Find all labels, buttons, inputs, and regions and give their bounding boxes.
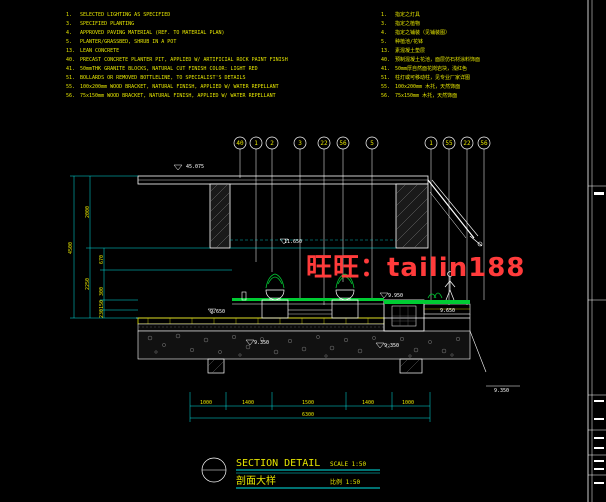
callout-tags-left: 40 1 2 3 22 56 5 <box>233 136 379 305</box>
note-en-num: 4. <box>66 30 72 36</box>
note-cn-text: 指定之灯具 <box>395 11 420 18</box>
note-en-text: BOLLARDS OR REMOVED BOTTLELINE, TO SPECI… <box>80 75 246 81</box>
level-label: 9.650 <box>210 309 225 315</box>
level-label: 45.075 <box>186 164 204 170</box>
note-cn-text: 指定之植物 <box>395 20 420 27</box>
title-block-strip <box>587 0 606 502</box>
note-cn-num: 55. <box>381 84 390 90</box>
dim-label: 2250 <box>85 278 91 290</box>
note-cn-text: 柱灯或可移动柱，见专业厂家详图 <box>395 74 470 81</box>
title-en: SECTION DETAIL <box>236 458 320 469</box>
note-en-num: 3. <box>66 21 72 27</box>
note-en-num: 1. <box>66 12 72 18</box>
note-en-num: 5. <box>66 39 72 45</box>
note-cn-num: 1. <box>381 12 387 18</box>
dim-label: 6300 <box>302 412 314 418</box>
note-cn-text: 100x200mm 木托，天然饰面 <box>395 83 460 90</box>
dim-label: 1400 <box>242 400 254 406</box>
dim-label: 1400 <box>362 400 374 406</box>
note-cn-num: 41. <box>381 66 390 72</box>
level-label: 9.350 <box>254 340 269 346</box>
note-en-text: PLANTER/GRASSBED, SHRUB IN A POT <box>80 39 176 45</box>
callout-tag: 22 <box>320 140 328 147</box>
callout-tags-right: 1 55 22 56 <box>424 136 491 305</box>
note-cn-num: 4. <box>381 30 387 36</box>
callout-tag: 1 <box>429 140 433 147</box>
note-cn-num: 56. <box>381 93 390 99</box>
note-en-text: SPECIFIED PLANTING <box>80 21 134 27</box>
note-en-num: 56. <box>66 93 75 99</box>
note-en-text: APPROVED PAVING MATERIAL (REF. TO MATERI… <box>80 30 225 36</box>
dim-label: 150 <box>99 300 105 309</box>
dim-label: 670 <box>99 255 105 264</box>
note-cn-num: 40. <box>381 57 390 63</box>
dim-label: 4500 <box>68 242 74 254</box>
note-cn-num: 3. <box>381 21 387 27</box>
note-en-text: 50mmTHK GRANITE BLOCKS, NATURAL CUT FINI… <box>80 66 258 72</box>
level-label: 9.650 <box>440 308 455 314</box>
notes-english: 1. SELECTED LIGHTING AS SPECIFIED 3. SPE… <box>66 12 288 99</box>
note-en-num: 51. <box>66 75 75 81</box>
note-cn-text: 素混凝土垫层 <box>395 47 425 54</box>
note-en-num: 13. <box>66 48 75 54</box>
note-cn-num: 51. <box>381 75 390 81</box>
scale-en: SCALE 1:50 <box>330 461 367 468</box>
note-cn-text: 50mm厚自然面花岗岩块，浅红色 <box>395 65 467 72</box>
level-label: 9.350 <box>494 388 509 394</box>
scale-cn: 比例 1:50 <box>330 478 360 486</box>
callout-tag: 56 <box>339 140 347 147</box>
dim-label: 1000 <box>402 400 414 406</box>
callout-tag: 56 <box>480 140 488 147</box>
dim-label: 2000 <box>85 206 91 218</box>
note-en-text: LEAN CONCRETE <box>80 48 119 54</box>
note-en-num: 41. <box>66 66 75 72</box>
note-cn-text: 指定之铺装（见铺装图） <box>395 29 450 36</box>
note-en-num: 55. <box>66 84 75 90</box>
callout-tag: 40 <box>236 140 244 147</box>
note-cn-text: 种植池/花钵 <box>395 38 423 45</box>
callout-tag: 5 <box>370 140 374 147</box>
dim-label: 230 <box>99 309 105 318</box>
callout-tag: 3 <box>298 140 302 147</box>
callout-tag: 1 <box>254 140 258 147</box>
bottom-dimensions <box>189 392 431 422</box>
callout-tag: 22 <box>463 140 471 147</box>
notes-chinese: 1. 指定之灯具 3. 指定之植物 4. 指定之铺装（见铺装图） 5. 种植池/… <box>381 11 480 99</box>
section-structure <box>136 164 487 374</box>
note-cn-text: 预制混凝土花池，面层仿石材涂料饰面 <box>395 56 480 63</box>
left-dimension-labels: 2000 4500 670 2250 300 150 230 <box>68 206 105 318</box>
watermark-text: 旺旺：tailin188 <box>306 253 526 283</box>
scale-figure <box>444 271 456 301</box>
level-label: 9.950 <box>388 293 403 299</box>
bottom-dimension-labels: 1000 1400 1500 1400 1000 6300 <box>200 400 414 418</box>
note-cn-num: 13. <box>381 48 390 54</box>
level-label: 11.650 <box>284 239 302 245</box>
dim-label: 300 <box>99 287 105 296</box>
level-label: 9.350 <box>384 343 399 349</box>
note-en-text: SELECTED LIGHTING AS SPECIFIED <box>80 12 170 18</box>
note-cn-text: 75x150mm 木托，天然饰面 <box>395 92 457 99</box>
note-en-text: 100x200mm WOOD BRACKET, NATURAL FINISH, … <box>80 84 279 90</box>
note-en-text: 75x150mm WOOD BRACKET, NATURAL FINISH, A… <box>80 93 276 99</box>
drawing-title: SECTION DETAIL 剖面大样 SCALE 1:50 比例 1:50 <box>201 457 380 489</box>
note-en-num: 40. <box>66 57 75 63</box>
dim-label: 1000 <box>200 400 212 406</box>
callout-tag: 2 <box>270 140 274 147</box>
title-cn: 剖面大样 <box>236 474 276 487</box>
callout-tag: 55 <box>445 140 453 147</box>
level-labels: 45.075 11.650 9.650 9.650 9.950 9.350 9.… <box>186 164 520 394</box>
note-en-text: PRECAST CONCRETE PLANTER PIT, APPLIED W/… <box>80 57 288 63</box>
left-dimensions <box>70 175 232 319</box>
dim-label: 1500 <box>302 400 314 406</box>
note-cn-num: 5. <box>381 39 387 45</box>
